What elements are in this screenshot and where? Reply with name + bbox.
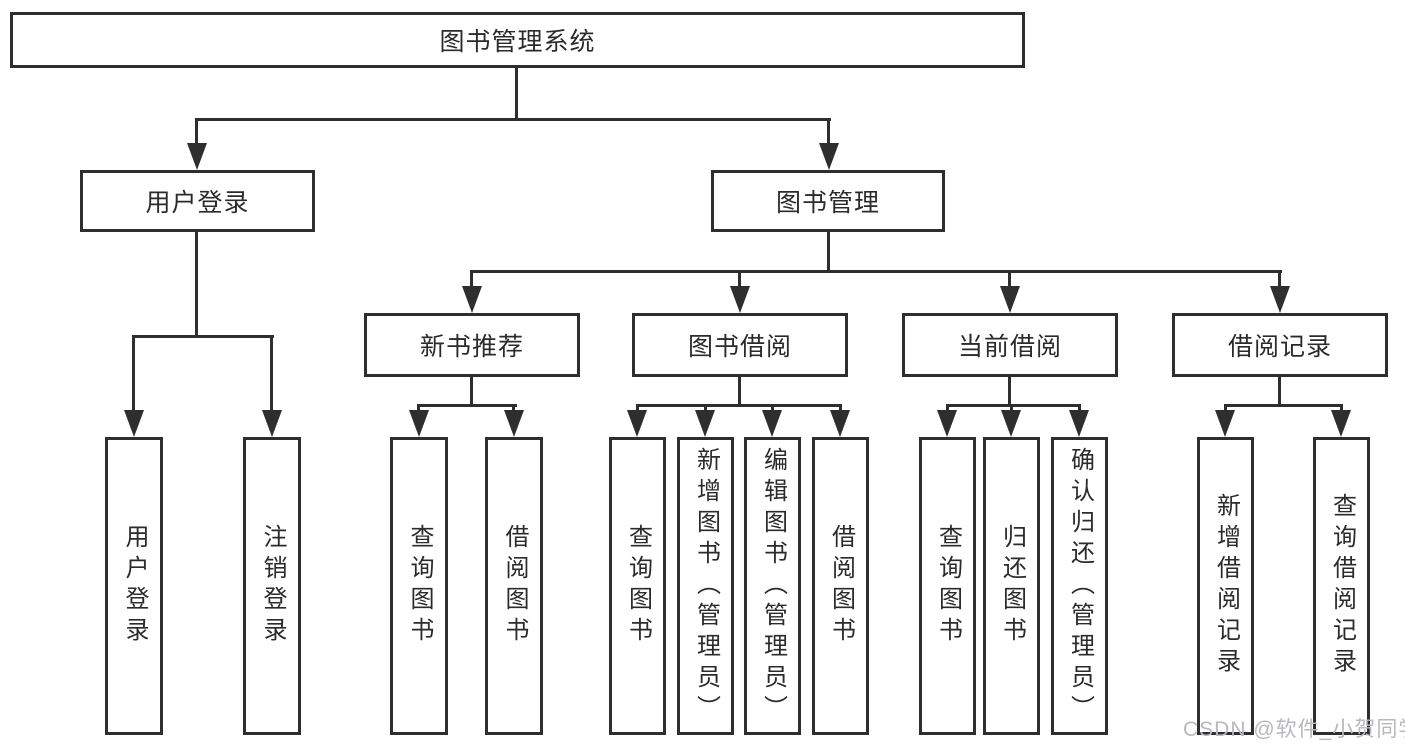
leaf-label: 查询图书 — [934, 524, 962, 648]
connector-line — [704, 404, 707, 414]
connector-line — [946, 404, 1081, 407]
leaf-logout: 注销登录 — [243, 437, 301, 735]
node-label: 图书借阅 — [687, 333, 792, 361]
arrow-down-icon — [187, 143, 207, 170]
leaf-label: 注销登录 — [259, 524, 286, 648]
leaf-label: 借阅图书 — [501, 524, 528, 648]
connector-line — [417, 404, 420, 414]
leaf-query-books-borrowing: 查询图书 — [609, 437, 666, 735]
connector-line — [270, 335, 273, 412]
arrow-down-icon — [262, 410, 282, 437]
connector-line — [1278, 377, 1281, 407]
node-user-login: 用户登录 — [80, 170, 315, 232]
node-label: 当前借阅 — [957, 333, 1062, 361]
arrow-down-icon — [1000, 286, 1020, 313]
leaf-user-login: 用户登录 — [105, 437, 163, 735]
connector-line — [839, 404, 842, 414]
node-borrowing-records: 借阅记录 — [1172, 313, 1388, 377]
leaf-edit-books-admin: 编辑图书（管理员） — [744, 437, 801, 735]
leaf-return-books: 归还图书 — [983, 437, 1040, 735]
connector-line — [827, 118, 830, 146]
arrow-down-icon — [937, 410, 957, 437]
connector-line — [636, 404, 639, 414]
connector-line — [132, 335, 135, 412]
connector-line — [738, 270, 741, 288]
leaf-label: 确认归还（管理员） — [1066, 446, 1094, 726]
node-book-borrowing: 图书借阅 — [632, 313, 848, 377]
connector-line — [470, 270, 473, 288]
arrow-down-icon — [819, 143, 839, 170]
connector-line — [470, 270, 1282, 273]
connector-line — [132, 335, 274, 338]
connector-line — [636, 404, 842, 407]
node-library-system: 图书管理系统 — [10, 12, 1025, 68]
connector-line — [1224, 404, 1227, 414]
leaf-label: 查询图书 — [624, 524, 652, 648]
connector-line — [195, 118, 198, 146]
leaf-label: 借阅图书 — [827, 524, 855, 648]
connector-line — [738, 377, 741, 407]
arrow-down-icon — [762, 410, 782, 437]
arrow-down-icon — [830, 410, 850, 437]
arrow-down-icon — [1001, 410, 1021, 437]
arrow-down-icon — [1215, 410, 1235, 437]
connector-line — [1278, 270, 1281, 288]
leaf-confirm-return-admin: 确认归还（管理员） — [1051, 437, 1108, 735]
node-new-book-recommend: 新书推荐 — [364, 313, 580, 377]
leaf-label: 新增图书（管理员） — [692, 446, 720, 726]
node-label: 借阅记录 — [1227, 333, 1332, 361]
leaf-query-books-recommend: 查询图书 — [390, 437, 448, 735]
leaf-add-books-admin: 新增图书（管理员） — [677, 437, 734, 735]
arrow-down-icon — [695, 410, 715, 437]
arrow-down-icon — [1069, 410, 1089, 437]
connector-line — [195, 232, 198, 338]
arrow-down-icon — [627, 410, 647, 437]
arrow-down-icon — [1270, 286, 1290, 313]
leaf-borrow-books-recommend: 借阅图书 — [485, 437, 543, 735]
connector-line — [1008, 270, 1011, 288]
connector-line — [1010, 404, 1013, 414]
connector-line — [1008, 377, 1011, 407]
connector-line — [1078, 404, 1081, 414]
arrow-down-icon — [409, 410, 429, 437]
leaf-query-books-current: 查询图书 — [919, 437, 976, 735]
node-label: 新书推荐 — [419, 333, 524, 361]
connector-line — [417, 404, 517, 407]
connector-line — [1224, 404, 1343, 407]
connector-line — [195, 118, 831, 121]
leaf-label: 查询图书 — [406, 524, 433, 648]
node-label: 图书管理系统 — [439, 28, 596, 56]
leaf-label: 新增借阅记录 — [1212, 493, 1240, 679]
csdn-watermark: CSDN @软件_小贺同学 — [1183, 718, 1405, 741]
connector-line — [946, 404, 949, 414]
leaf-query-borrow-record: 查询借阅记录 — [1313, 437, 1370, 735]
connector-line — [771, 404, 774, 414]
leaf-label: 查询借阅记录 — [1328, 493, 1356, 679]
leaf-label: 用户登录 — [121, 524, 148, 648]
connector-line — [827, 232, 830, 273]
arrow-down-icon — [124, 410, 144, 437]
connector-line — [470, 377, 473, 407]
leaf-add-borrow-record: 新增借阅记录 — [1197, 437, 1254, 735]
leaf-borrow-books: 借阅图书 — [812, 437, 869, 735]
leaf-label: 编辑图书（管理员） — [759, 446, 787, 726]
leaf-label: 归还图书 — [998, 524, 1026, 648]
arrow-down-icon — [462, 286, 482, 313]
connector-line — [512, 404, 515, 414]
arrow-down-icon — [1331, 410, 1351, 437]
node-label: 用户登录 — [145, 189, 250, 217]
arrow-down-icon — [730, 286, 750, 313]
arrow-down-icon — [504, 410, 524, 437]
connector-line — [1340, 404, 1343, 414]
connector-line — [515, 68, 518, 121]
node-current-borrowing: 当前借阅 — [902, 313, 1118, 377]
node-label: 图书管理 — [775, 189, 880, 217]
node-book-management: 图书管理 — [711, 170, 945, 232]
